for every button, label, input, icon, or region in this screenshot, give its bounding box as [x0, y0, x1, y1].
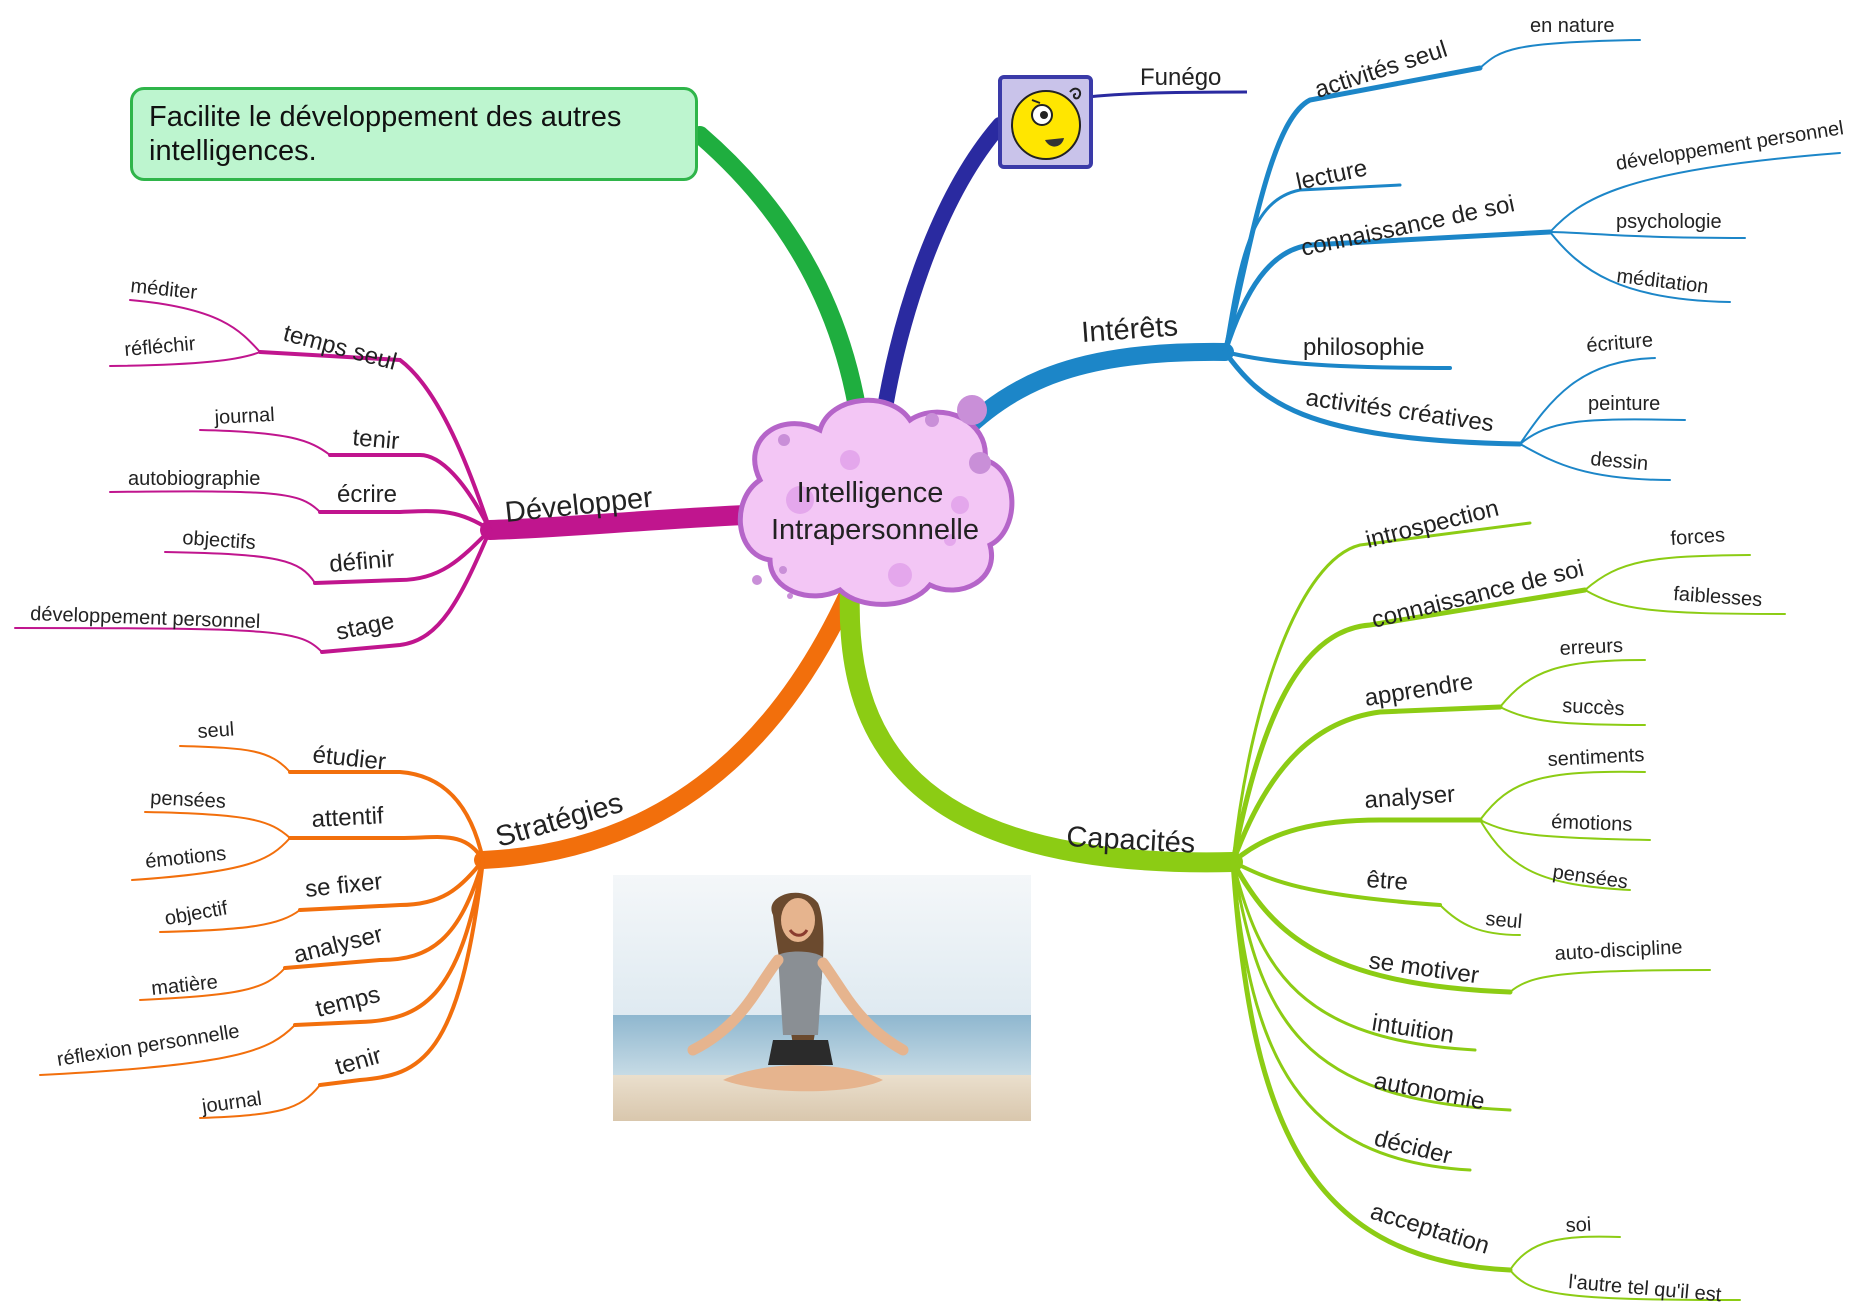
- capacites-item-label: acceptation: [1367, 1198, 1492, 1260]
- cloud-bubbles: [752, 395, 991, 599]
- developper-group: [14, 299, 492, 654]
- cloud-shape: [737, 397, 1015, 607]
- capacites-subitem-label: erreurs: [1559, 635, 1623, 660]
- branch-note-connector: [691, 126, 871, 449]
- central-node[interactable]: Intelligence Intrapersonnelle: [737, 395, 1015, 607]
- interets-subitem-label: développement personnel: [1614, 117, 1845, 175]
- branch-strategies: [474, 581, 859, 869]
- capacites-subitem-label: auto-discipline: [1554, 936, 1683, 965]
- branch-developper: [480, 505, 755, 540]
- strategies-subitem-label: seul: [197, 718, 235, 743]
- strategies-subitem-label: réflexion personnelle: [55, 1020, 241, 1071]
- capacites-subitem-label: sentiments: [1547, 744, 1645, 771]
- interets-item-label: philosophie: [1303, 334, 1424, 361]
- interets-item-label: activités créatives: [1304, 384, 1495, 437]
- developper-item-label: stage: [334, 607, 397, 646]
- developper-subitem-label: objectifs: [182, 527, 257, 554]
- developper-subitem-label: journal: [213, 404, 275, 429]
- interets-subitem-label: méditation: [1615, 265, 1709, 298]
- interets-subitem-label: psychologie: [1616, 211, 1722, 233]
- capacites-subitem-label: forces: [1670, 524, 1726, 550]
- interets-subitem-label: écriture: [1586, 329, 1654, 357]
- capacites-subitem-label: l'autre tel qu'il est: [1568, 1271, 1723, 1304]
- branch-capacites: [839, 580, 1243, 873]
- meditation-photo: [613, 875, 1031, 1121]
- strategies-subitem-label: émotions: [144, 843, 227, 873]
- interets-item-label: activités seul: [1312, 36, 1451, 104]
- branch-funego-connector: [872, 117, 1008, 448]
- strategies-group: [39, 745, 485, 1119]
- funego-node[interactable]: Funégo: [998, 64, 1248, 169]
- capacites-subitem-label: émotions: [1551, 811, 1633, 836]
- interets-group: [1222, 39, 1841, 481]
- smiley-mascot-icon: [1011, 87, 1082, 160]
- central-title-line2: Intrapersonnelle: [771, 514, 979, 546]
- strategies-item-label: temps: [313, 981, 383, 1023]
- interets-subitem-label: en nature: [1530, 15, 1615, 37]
- strategies-item-label: attentif: [311, 802, 385, 833]
- developper-item-label: tenir: [351, 424, 400, 455]
- capacites-item-label: apprendre: [1363, 668, 1475, 712]
- strategies-subitem-label: pensées: [150, 787, 227, 813]
- note-box[interactable]: Facilite le développement des autres int…: [130, 87, 698, 181]
- developper-item-label: écrire: [337, 481, 397, 508]
- capacites-item-label: analyser: [1364, 781, 1456, 814]
- funego-label: Funégo: [1140, 64, 1221, 91]
- developper-item-label: temps seul: [280, 320, 399, 376]
- meditating-woman-beach-photo: [613, 875, 1031, 1121]
- note-text: Facilite le développement des autres int…: [149, 101, 622, 167]
- developper-subitem-label: réfléchir: [124, 333, 197, 361]
- interets-label: Intérêts: [1080, 310, 1179, 349]
- capacites-group: [1230, 521, 1786, 1301]
- capacites-item-label: autonomie: [1372, 1067, 1487, 1115]
- capacites-item-label: introspection: [1363, 495, 1502, 554]
- capacites-label: Capacités: [1066, 821, 1196, 860]
- developper-item-label: définir: [328, 545, 395, 578]
- strategies-subitem-label: objectif: [163, 897, 230, 930]
- interets-item-label: connaissance de soi: [1299, 190, 1517, 262]
- central-title-line1: Intelligence: [797, 477, 944, 509]
- capacites-subitem-label: seul: [1485, 908, 1523, 933]
- capacites-subitem-label: faiblesses: [1673, 583, 1763, 611]
- capacites-item-label: être: [1366, 866, 1409, 896]
- strategies-item-label: tenir: [332, 1042, 384, 1081]
- strategies-item-label: se fixer: [304, 868, 384, 903]
- interets-subitem-label: dessin: [1590, 448, 1650, 475]
- capacites-subitem-label: succès: [1562, 695, 1625, 720]
- developper-subitem-label: méditer: [129, 275, 198, 304]
- developper-subitem-label: autobiographie: [128, 468, 260, 490]
- capacites-subitem-label: pensées: [1551, 861, 1629, 893]
- interets-subitem-label: peinture: [1588, 393, 1660, 415]
- capacites-subitem-label: soi: [1565, 1214, 1592, 1237]
